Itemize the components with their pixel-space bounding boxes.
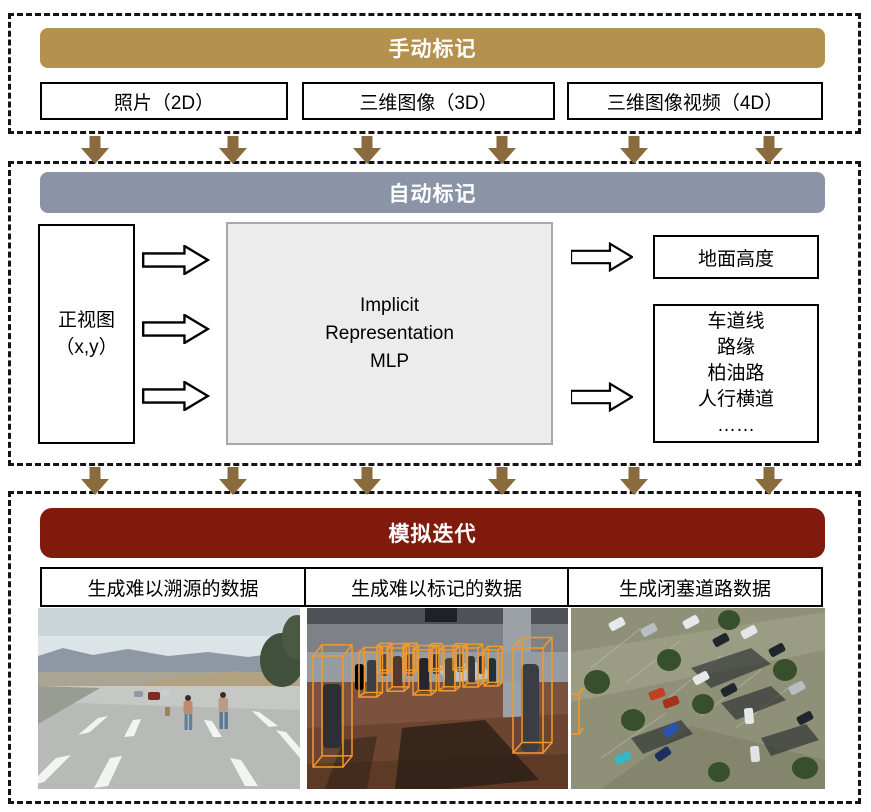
manual-annotation-header: 手动标记 xyxy=(40,28,825,68)
pedestrian-figure xyxy=(183,695,193,730)
crowd-3d-boxes-photo xyxy=(307,608,568,789)
sim-label-occluded-road: 生成闭塞道路数据 xyxy=(567,567,823,607)
simulation-section xyxy=(8,491,861,804)
mlp-line: Implicit xyxy=(359,294,420,316)
sim-label-hard-to-trace: 生成难以溯源的数据 xyxy=(40,567,306,607)
down-arrow-icon xyxy=(620,467,648,495)
right-arrow-icon xyxy=(571,242,633,272)
simulation-label-row: 生成难以溯源的数据 生成难以标记的数据 生成闭塞道路数据 xyxy=(40,567,825,607)
pedestrian-figure xyxy=(218,692,228,729)
down-arrow-icon xyxy=(81,136,109,164)
output-item: 人行横道 xyxy=(697,388,774,410)
output-item: 柏油路 xyxy=(707,362,765,384)
input-box-image-3d: 三维图像（3D） xyxy=(302,82,555,120)
aerial-parking-photo xyxy=(571,608,825,789)
front-view-label: 正视图 xyxy=(57,310,115,331)
auto-annotation-section xyxy=(8,161,861,466)
right-arrow-icon xyxy=(142,245,211,275)
down-arrow-icon xyxy=(620,136,648,164)
down-arrow-icon xyxy=(755,467,783,495)
output-item: …… xyxy=(717,414,755,436)
right-arrow-icon xyxy=(142,314,211,344)
mlp-line: Representation xyxy=(325,322,454,344)
right-arrow-icon xyxy=(571,382,633,412)
mlp-model-box: Implicit Representation MLP xyxy=(226,222,553,445)
output-box-ground-height: 地面高度 xyxy=(653,235,819,279)
down-arrow-icon xyxy=(219,136,247,164)
down-arrow-icon xyxy=(488,467,516,495)
down-arrow-icon xyxy=(488,136,516,164)
right-arrow-icon xyxy=(142,381,211,411)
simulation-header: 模拟迭代 xyxy=(40,508,825,558)
mlp-line: MLP xyxy=(369,350,410,372)
manual-annotation-section xyxy=(8,13,861,134)
input-box-photo-2d: 照片（2D） xyxy=(40,82,288,120)
output-box-road-elements: 车道线 路缘 柏油路 人行横道 …… xyxy=(653,304,819,443)
down-arrow-icon xyxy=(755,136,783,164)
input-box-video-4d: 三维图像视频（4D） xyxy=(567,82,823,120)
auto-annotation-header: 自动标记 xyxy=(40,172,825,213)
sim-label-hard-to-annotate: 生成难以标记的数据 xyxy=(303,567,570,607)
down-arrow-icon xyxy=(219,467,247,495)
down-arrow-icon xyxy=(353,136,381,164)
down-arrow-icon xyxy=(353,467,381,495)
down-arrow-icon xyxy=(81,467,109,495)
front-view-coords: （x,y） xyxy=(55,337,118,358)
highway-pedestrians-photo xyxy=(38,608,300,789)
output-item: 路缘 xyxy=(716,336,755,358)
output-item: 车道线 xyxy=(707,310,765,332)
front-view-box: 正视图 （x,y） xyxy=(38,224,135,444)
